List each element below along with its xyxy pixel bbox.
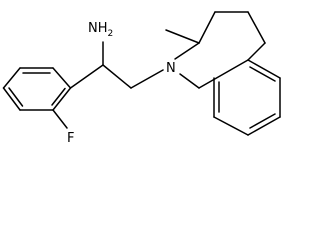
- tetrahydro-ring: [165, 11, 266, 60]
- aryl-chain-bond: [69, 64, 104, 89]
- bond: [179, 73, 200, 89]
- amine-nh-text: NH: [88, 21, 108, 36]
- fluorophenyl-ring: [2, 67, 72, 111]
- bond: [2, 87, 21, 111]
- bond: [247, 11, 266, 44]
- bond: [213, 116, 249, 136]
- bond: [247, 116, 281, 136]
- benzo-ring: [179, 42, 281, 136]
- fluorine-atom-label: F: [67, 131, 74, 146]
- double-bond: [249, 66, 276, 82]
- bond: [198, 11, 216, 44]
- ch-ch2-bond: [102, 64, 132, 89]
- c-f-bond: [52, 109, 68, 129]
- amine-label: NH2: [88, 21, 113, 39]
- bond: [2, 67, 21, 89]
- bond: [247, 59, 281, 79]
- bond: [247, 42, 266, 61]
- double-bond: [8, 87, 24, 107]
- structure-canvas: F NH2 N: [2, 11, 281, 146]
- bond: [52, 87, 72, 111]
- bond: [52, 67, 72, 89]
- methyl-bond: [165, 29, 200, 44]
- nitrogen-atom-label: N: [166, 61, 176, 76]
- amine-subscript: 2: [108, 29, 114, 39]
- double-bond: [249, 113, 276, 129]
- bond: [198, 59, 249, 89]
- double-bond: [51, 87, 66, 106]
- ch2-n-bond: [130, 69, 164, 89]
- bond: [174, 42, 200, 60]
